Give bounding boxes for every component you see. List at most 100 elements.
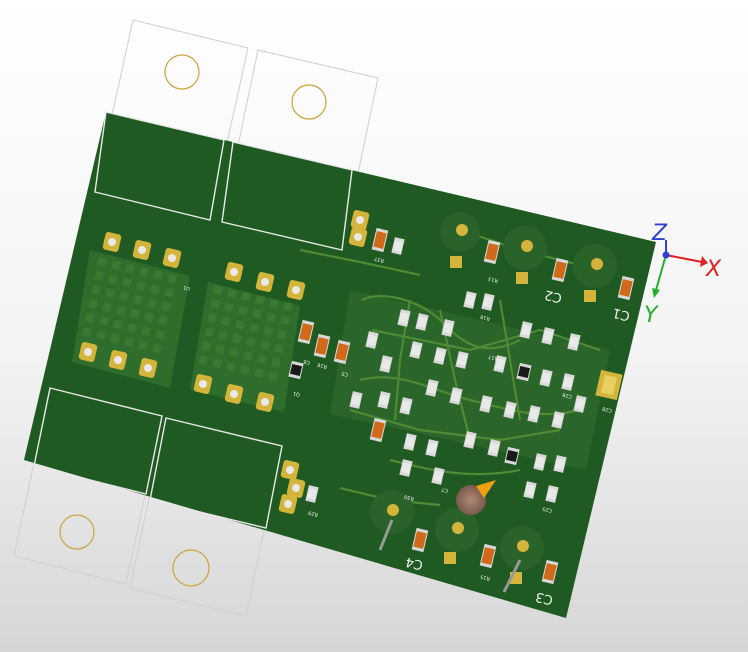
thermal-pad	[164, 287, 174, 298]
smd-component[interactable]	[431, 467, 445, 485]
pad-hole	[230, 390, 238, 398]
smd-component[interactable]	[551, 257, 569, 283]
thermal-pad	[136, 281, 146, 291]
label-r-f: R18	[480, 313, 491, 321]
thermal-pad	[130, 309, 140, 319]
axis-y-label: Y	[644, 303, 659, 328]
smd-component[interactable]	[541, 327, 555, 345]
thermal-pad	[215, 344, 225, 355]
smd-component[interactable]	[403, 433, 417, 451]
smd-component[interactable]	[349, 391, 363, 409]
thermal-pad	[268, 371, 278, 382]
thermal-pad	[254, 368, 264, 378]
pad-hole	[292, 484, 300, 492]
smd-component[interactable]	[551, 411, 565, 429]
axis-y-line	[655, 254, 667, 291]
capacitor-c4[interactable]	[370, 490, 414, 551]
smd-component[interactable]	[481, 293, 495, 311]
smd-component[interactable]	[399, 397, 413, 415]
capacitor-c1[interactable]	[573, 244, 617, 302]
thermal-pad	[139, 267, 149, 277]
label-r-a: R37	[374, 255, 385, 263]
smd-component[interactable]	[479, 395, 493, 413]
thermal-pad	[144, 312, 154, 322]
smd-component[interactable]	[573, 395, 587, 413]
smd-component[interactable]	[425, 439, 439, 457]
smd-component[interactable]	[503, 401, 517, 419]
smd-component[interactable]	[379, 355, 393, 373]
thermal-pad	[102, 302, 112, 313]
smd-component[interactable]	[399, 459, 413, 477]
thermal-pad	[277, 329, 287, 340]
thermal-pad	[229, 347, 239, 358]
label-c-a: C5	[341, 370, 349, 377]
smd-component[interactable]	[523, 481, 537, 499]
electrolytic-capacitors[interactable]	[370, 212, 617, 593]
axis-gizmo[interactable]: X Y Z	[644, 221, 722, 328]
smd-component[interactable]	[433, 347, 447, 365]
label-c-c: C7	[441, 486, 449, 493]
smd-component[interactable]	[463, 431, 477, 449]
thermal-pad	[210, 299, 220, 309]
thermal-pad	[269, 298, 279, 308]
smd-component[interactable]	[415, 313, 429, 331]
smd-component[interactable]	[493, 355, 507, 373]
thermal-pad	[240, 365, 250, 375]
capacitor-c3[interactable]	[500, 526, 544, 593]
smd-component[interactable]	[391, 237, 405, 255]
thermal-pad	[96, 330, 106, 341]
thermal-pad	[124, 337, 134, 347]
smd-component[interactable]	[441, 319, 455, 337]
pad-hole	[230, 268, 238, 276]
smd-component[interactable]	[369, 417, 387, 443]
smd-component[interactable]	[533, 453, 547, 471]
smd-component[interactable]	[539, 369, 553, 387]
smd-component[interactable]	[519, 321, 533, 339]
smd-component[interactable]	[516, 362, 532, 382]
smd-component[interactable]	[333, 339, 351, 365]
smd-component[interactable]	[377, 391, 391, 409]
smd-component[interactable]	[483, 239, 501, 265]
smd-component[interactable]	[449, 387, 463, 405]
smd-component[interactable]	[479, 543, 497, 569]
smd-component[interactable]	[397, 309, 411, 327]
smd-component[interactable]	[617, 275, 635, 301]
pcb-board[interactable]: C1 C2 C3 C4 R37 R13 R16 R15 R17 R18 C5 C…	[24, 54, 656, 618]
thermal-pad	[133, 295, 143, 305]
smd-component[interactable]	[371, 227, 389, 253]
capacitor-smd-large[interactable]	[595, 369, 623, 401]
smd-component[interactable]	[305, 485, 319, 503]
smd-component[interactable]	[463, 291, 477, 309]
capacitor-c-mid[interactable]	[435, 508, 479, 564]
smd-component[interactable]	[455, 351, 469, 369]
smd-component[interactable]	[425, 379, 439, 397]
thermal-pad	[158, 315, 168, 326]
smd-component[interactable]	[527, 405, 541, 423]
thermal-pad	[201, 341, 211, 351]
smd-component[interactable]	[553, 455, 567, 473]
thermal-pad	[213, 285, 223, 295]
test-point-marker[interactable]	[456, 480, 496, 515]
smd-component[interactable]	[411, 527, 429, 553]
smd-component[interactable]	[504, 446, 520, 466]
smd-component[interactable]	[545, 485, 559, 503]
smd-component[interactable]	[487, 439, 501, 457]
thermal-pad	[110, 333, 120, 344]
capacitor-c-top[interactable]	[440, 212, 480, 268]
label-c-x: C28	[602, 405, 613, 413]
smd-component[interactable]	[409, 341, 423, 359]
smd-component[interactable]	[313, 333, 331, 359]
silkscreen-labels: C1 C2 C3 C4 R37 R13 R16 R15 R17 R18 C5 C…	[183, 255, 632, 607]
thermal-pad	[88, 299, 98, 309]
smd-component[interactable]	[288, 360, 304, 380]
smd-component[interactable]	[365, 331, 379, 349]
smd-component[interactable]	[567, 333, 581, 351]
thermal-pad	[127, 323, 137, 333]
capacitor-c2[interactable]	[503, 226, 547, 284]
smd-component[interactable]	[541, 559, 559, 585]
smd-component[interactable]	[561, 373, 575, 391]
thermal-pad	[235, 319, 245, 330]
smd-component[interactable]	[297, 319, 315, 345]
smd-components[interactable]	[288, 227, 635, 585]
